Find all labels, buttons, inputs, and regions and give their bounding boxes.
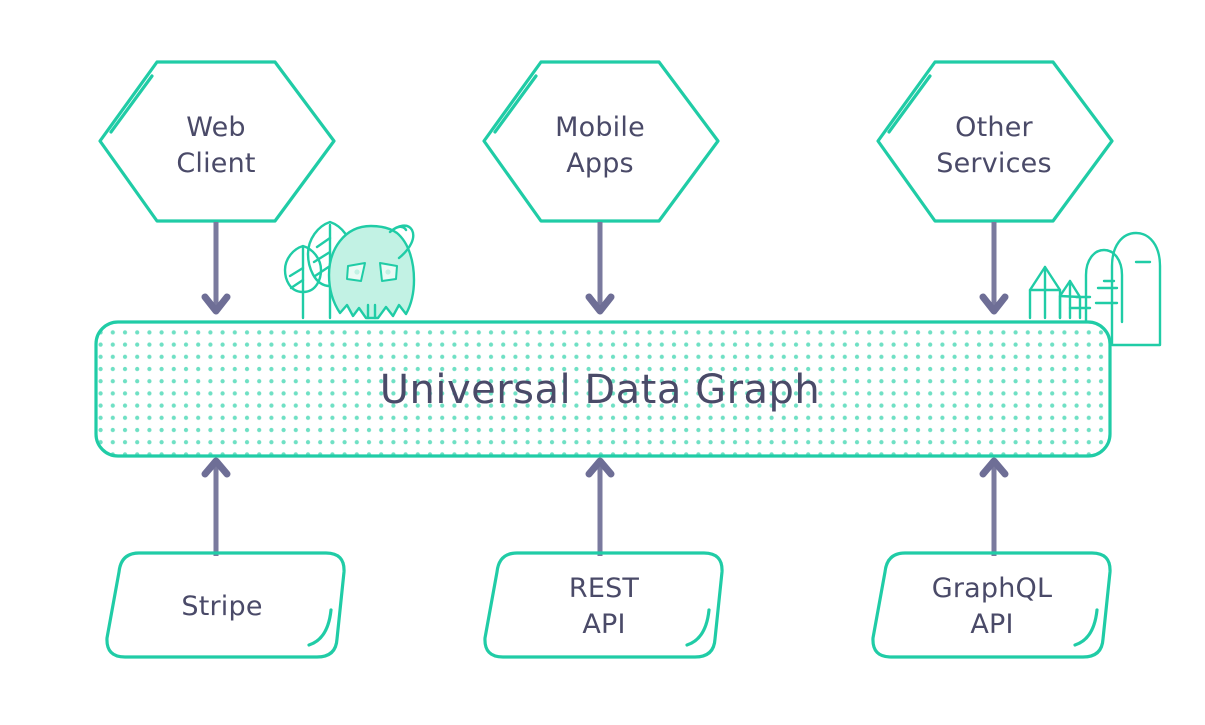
- node-label-mobile-apps-line2: Apps: [566, 148, 634, 179]
- cacti-decoration: [1068, 231, 1162, 347]
- node-label-other-services-line1: Other: [955, 112, 1033, 143]
- node-web-client[interactable]: Web Client: [98, 60, 336, 223]
- connector-graphql-api-to-graph: [979, 457, 1009, 556]
- connector-mobile-apps-to-graph: [585, 222, 615, 315]
- connector-other-services-to-graph: [979, 222, 1009, 315]
- node-stripe[interactable]: Stripe: [105, 551, 346, 659]
- node-mobile-apps[interactable]: Mobile Apps: [482, 60, 720, 223]
- node-label-graphql-api-line1: GraphQL: [932, 573, 1053, 604]
- node-graphql-api[interactable]: GraphQL API: [871, 551, 1112, 659]
- node-label-rest-api-line2: API: [582, 609, 625, 640]
- node-label-web-client-line2: Client: [176, 148, 255, 179]
- hexagon-accent-web-client: [109, 74, 154, 134]
- universal-data-graph-bar[interactable]: Universal Data Graph: [94, 320, 1112, 458]
- card-accent-rest-api: [685, 608, 711, 647]
- node-label-rest-api-line1: REST: [569, 573, 640, 604]
- connector-rest-api-to-graph: [585, 457, 615, 556]
- bar-outline: [94, 320, 1112, 458]
- node-label-other-services-line2: Services: [936, 148, 1051, 179]
- ghost-mascot-decoration: [327, 224, 416, 320]
- node-label-mobile-apps-line1: Mobile: [555, 112, 645, 143]
- hexagon-outline-mobile-apps: [482, 60, 720, 223]
- bar-title: Universal Data Graph: [380, 367, 821, 413]
- connector-stripe-to-graph: [201, 457, 231, 556]
- node-label-graphql-api-line2: API: [970, 609, 1013, 640]
- card-accent-stripe: [307, 608, 333, 647]
- node-label-web-client-line1: Web: [186, 112, 245, 143]
- node-rest-api[interactable]: REST API: [483, 551, 724, 659]
- hexagon-outline-other-services: [876, 60, 1114, 223]
- card-accent-graphql-api: [1073, 608, 1099, 647]
- connector-web-client-to-graph: [201, 222, 231, 315]
- crystals-decoration: [1028, 265, 1082, 320]
- hexagon-accent-mobile-apps: [493, 74, 538, 134]
- hexagon-outline-web-client: [98, 60, 336, 223]
- node-label-stripe-line1: Stripe: [181, 591, 262, 622]
- node-other-services[interactable]: Other Services: [876, 60, 1114, 223]
- hexagon-accent-other-services: [887, 74, 932, 134]
